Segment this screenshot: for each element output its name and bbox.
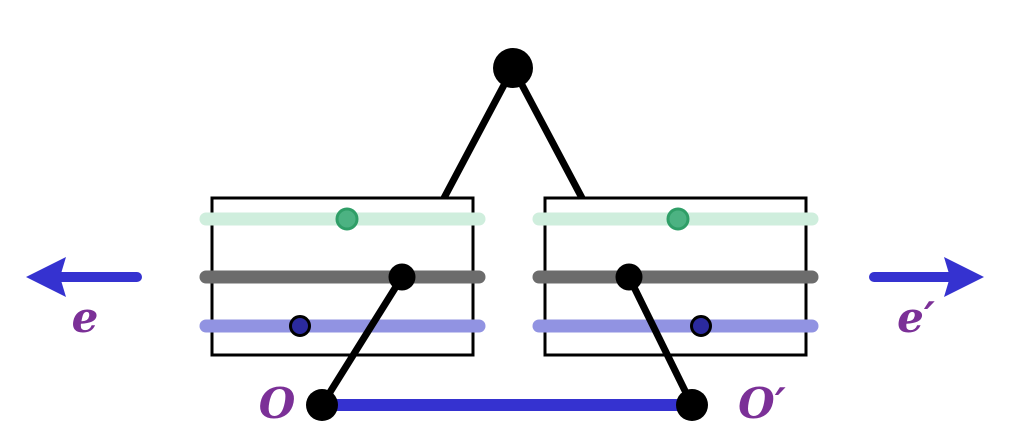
right-gray-node-dot	[615, 263, 643, 291]
apex-vertex-dot	[493, 48, 533, 88]
origin-o-dot	[306, 389, 338, 421]
right-navy-marker	[690, 315, 712, 337]
left-navy-marker	[289, 315, 311, 337]
left-arrowhead-icon	[26, 257, 66, 297]
left-arrow	[26, 257, 142, 297]
label-e: e	[72, 293, 99, 342]
apex-left-edge	[440, 66, 517, 200]
label-o: O	[259, 379, 296, 428]
right-arrow	[869, 257, 984, 297]
right-diagonal-edge	[625, 275, 696, 407]
right-green-marker	[666, 207, 690, 231]
right-arrowhead-icon	[944, 257, 984, 297]
left-gray-node-dot	[388, 263, 416, 291]
left-diagonal-edge	[319, 275, 405, 407]
left-green-marker	[335, 207, 359, 231]
origin-o-prime-dot	[676, 389, 708, 421]
label-o-prime: O′	[738, 379, 786, 428]
label-e-prime: e′	[897, 293, 935, 342]
apex-right-edge	[509, 66, 586, 200]
